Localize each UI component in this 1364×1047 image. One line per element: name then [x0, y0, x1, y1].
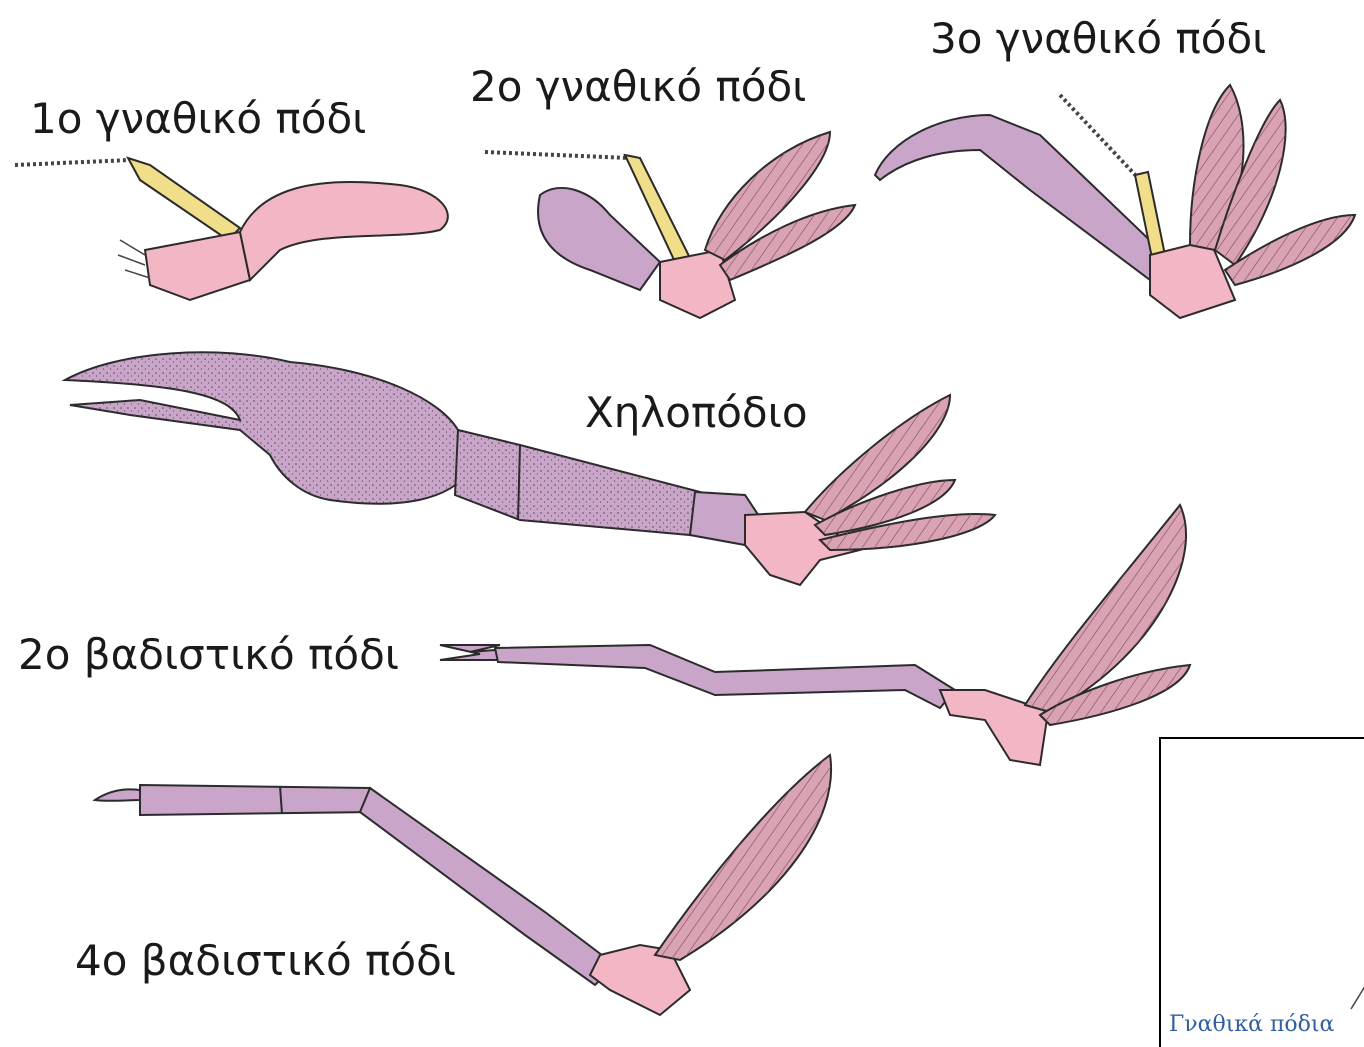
inset-fragment	[1349, 981, 1364, 1011]
pereiopod-2-label: 2ο βαδιστικό πόδι	[18, 634, 399, 676]
pereiopod-4-label: 4ο βαδιστικό πόδι	[75, 940, 456, 982]
cheliped-label: Χηλοπόδιο	[585, 392, 808, 434]
maxilliped-3-label: 3ο γναθικό πόδι	[930, 18, 1266, 60]
cheliped-drawing	[65, 352, 995, 585]
maxilliped-2-label: 2ο γναθικό πόδι	[470, 66, 806, 108]
maxilliped-1-drawing	[15, 158, 448, 300]
maxilliped-2-drawing	[485, 132, 855, 318]
inset-panel: Γναθικά πόδια	[1159, 737, 1364, 1047]
inset-caption: Γναθικά πόδια	[1169, 1012, 1334, 1037]
maxilliped-1-label: 1ο γναθικό πόδι	[30, 98, 366, 140]
maxilliped-3-drawing	[875, 85, 1355, 318]
